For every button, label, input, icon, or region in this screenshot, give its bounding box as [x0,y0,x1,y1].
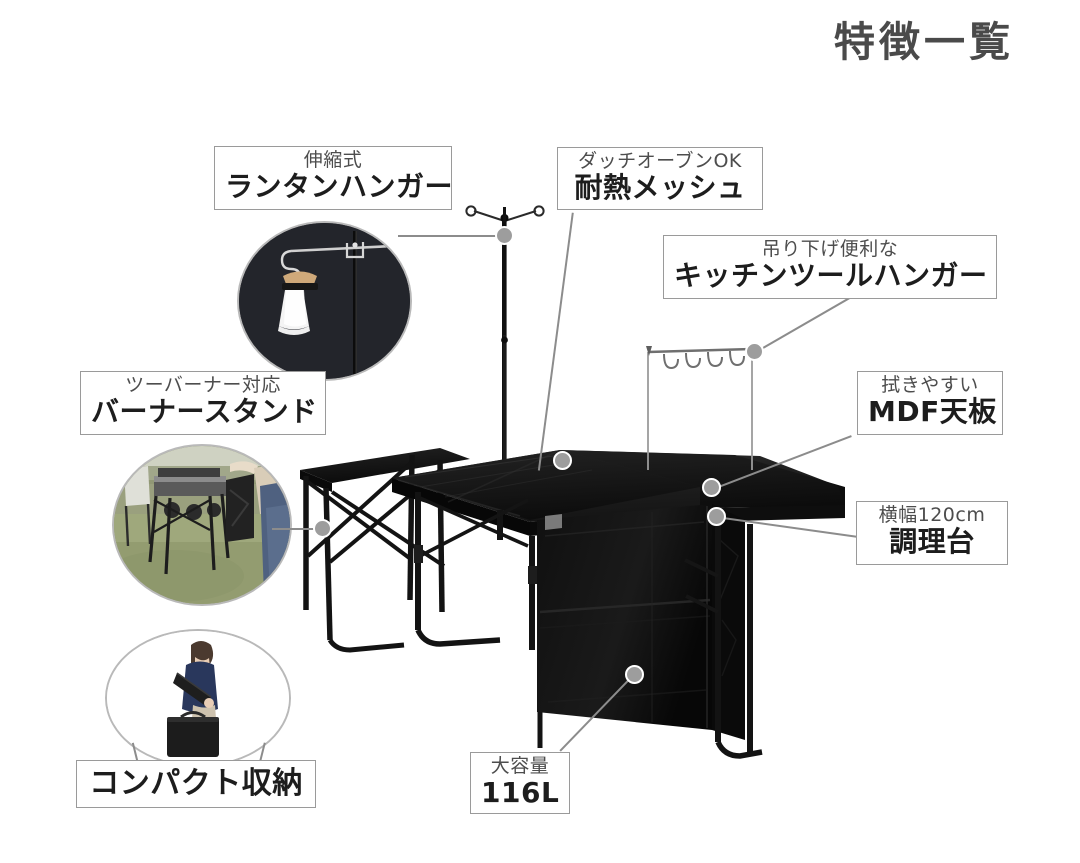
leader-width-120 [715,516,858,538]
photo-compact-storage [105,629,291,767]
callout-heat-mesh-main: 耐熱メッシュ [574,170,746,204]
callout-heat-mesh-sub: ダッチオーブンOK [578,150,742,172]
callout-lantern-hanger[interactable]: 伸縮式 ランタンハンガー [214,146,454,210]
lantern-hanger-pole [465,205,545,505]
callout-mdf-top-sub: 拭きやすい [881,374,979,396]
page-title: 特徴一覧 [834,18,1014,66]
photo-lantern-hanger [237,221,412,381]
callout-width-120-main: 調理台 [889,524,975,558]
dot-burner-stand [313,519,332,538]
leader-burner-stand [272,528,326,530]
photo-lantern-art [239,223,410,379]
dot-capacity [625,665,644,684]
main-table-legs [414,492,537,650]
callout-kitchen-tool-hanger-main: キッチンツールハンガー [674,258,988,292]
callout-mdf-top[interactable]: 拭きやすい MDF天板 [857,371,1003,435]
callout-mdf-top-main: MDF天板 [868,394,997,428]
dot-heat-mesh [553,451,572,470]
callout-compact-storage-main: コンパクト収納 [89,766,303,801]
dot-mdf-top [702,478,721,497]
callout-lantern-hanger-main: ランタンハンガー [225,169,454,203]
dot-lantern-hanger [495,226,514,245]
kitchen-tool-hanger-bar [646,346,753,470]
callout-compact-storage[interactable]: コンパクト収納 [76,760,316,808]
photo-compact-art [107,631,289,765]
leader-heat-mesh [538,212,574,471]
callout-capacity-main: 116L [481,775,560,809]
callout-kitchen-tool-hanger[interactable]: 吊り下げ便利な キッチンツールハンガー [663,235,997,299]
callout-capacity[interactable]: 大容量 116L [470,752,570,814]
storage-cabinet [537,504,763,759]
callout-burner-stand-main: バーナースタンド [91,394,318,428]
callout-burner-stand[interactable]: ツーバーナー対応 バーナースタンド [80,371,326,435]
side-table [300,448,470,653]
callout-kitchen-tool-hanger-sub: 吊り下げ便利な [761,238,899,260]
callout-width-120-sub: 横幅120cm [878,504,986,526]
leader-lantern-hanger [398,235,504,237]
dot-width-120 [707,507,726,526]
callout-heat-mesh[interactable]: ダッチオーブンOK 耐熱メッシュ [557,147,763,210]
photo-burner-stand [112,444,292,606]
callout-width-120[interactable]: 横幅120cm 調理台 [856,501,1008,565]
dot-kitchen-tool-hanger [745,342,764,361]
leader-mdf-top [715,435,852,489]
callout-capacity-sub: 大容量 [490,755,550,777]
callout-burner-stand-sub: ツーバーナー対応 [125,374,281,396]
leader-capacity [559,671,637,752]
photo-burner-art [114,446,290,604]
callout-lantern-hanger-sub: 伸縮式 [303,149,363,171]
